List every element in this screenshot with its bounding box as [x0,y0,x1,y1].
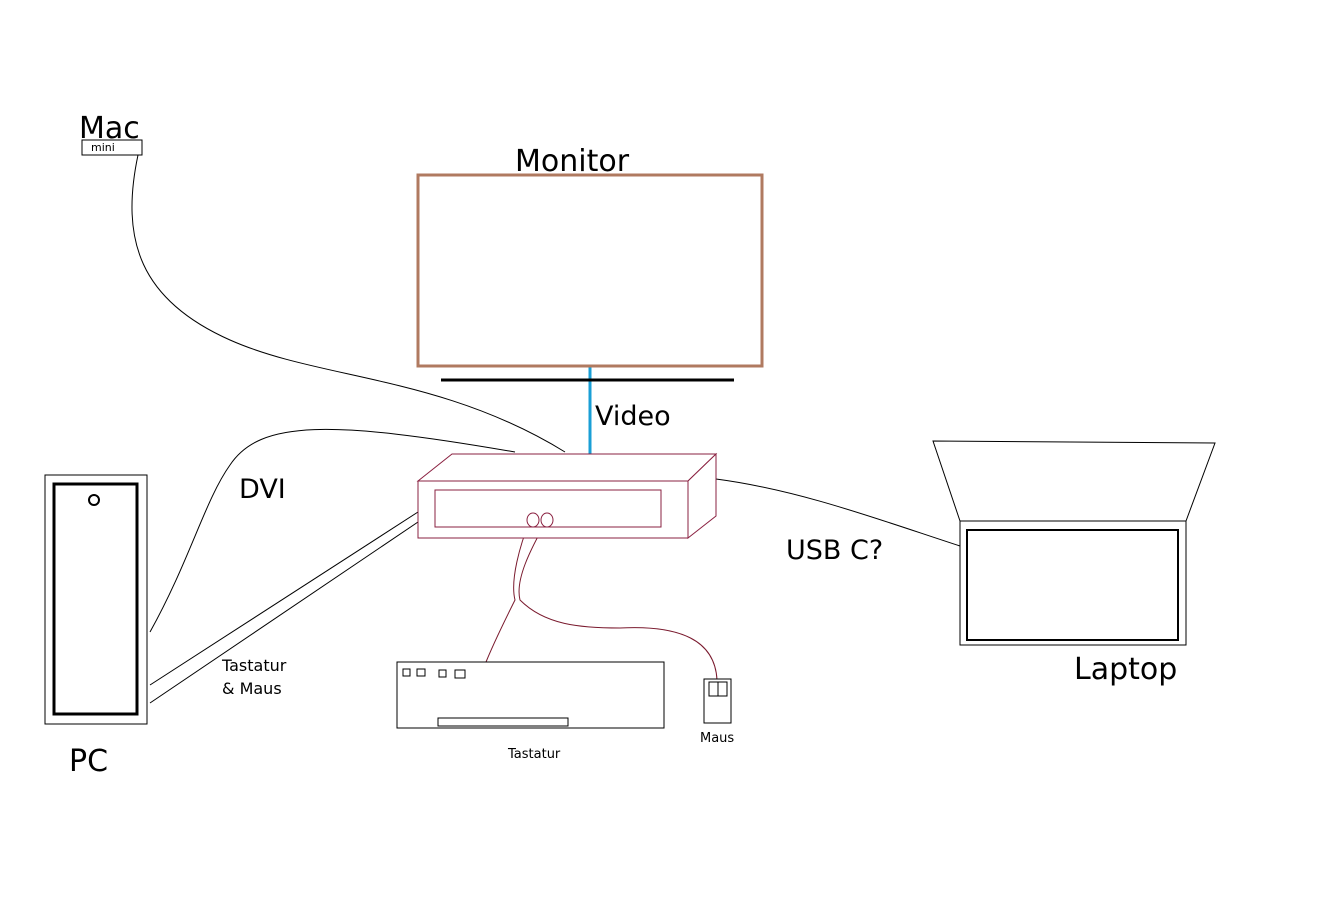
pc-usb-cable-1 [149,511,419,686]
mouse-left-button [708,681,719,697]
mac-label: Mac [79,111,140,146]
kvm-usb-port-1 [526,512,540,528]
keyboard-cable [485,519,531,663]
dvi-label: DVI [239,474,286,505]
video-label: Video [595,401,671,432]
laptop [932,440,1216,646]
mouse-right-button [717,681,728,697]
mouse [703,678,732,724]
usb-c-cable [715,478,961,547]
pc-usb-cable-2 [149,521,419,704]
keyboard-key-2 [416,668,426,677]
pc-label: PC [69,744,108,779]
monitor-label: Monitor [515,144,630,179]
laptop-label: Laptop [1074,652,1177,687]
keyboard-spacebar [437,717,569,727]
keyboard-label: Tastatur [507,747,561,762]
mac-mini [81,139,143,156]
laptop-screen [966,529,1179,641]
usb-c-label: USB C? [786,535,883,566]
keyboard-key-3 [438,669,447,678]
dvi-cable [149,428,516,633]
pc-tower [44,474,148,725]
keyboard [396,661,665,729]
kvm-front-panel [434,489,662,528]
tastatur-maus-label-line1: Tastatur [221,656,287,675]
keyboard-key-4 [454,669,466,679]
kvm-usb-port-2 [540,512,554,528]
monitor-screen [416,173,764,368]
mouse-label: Maus [700,731,734,746]
mac-sub-label: mini [91,141,115,154]
pc-power-button [88,494,100,506]
kvm-switch [416,452,718,540]
tastatur-maus-label-line2: & Maus [222,679,282,698]
mouse-cable [518,519,718,681]
keyboard-key-1 [402,668,411,677]
mac-cable [131,154,566,453]
